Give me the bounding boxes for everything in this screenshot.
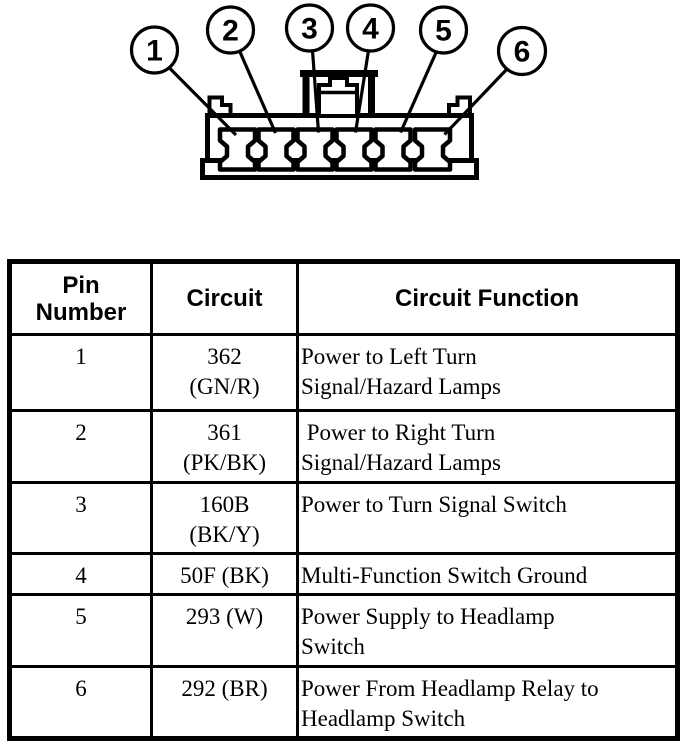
callout-circle-5 <box>418 5 469 55</box>
callout-3: 3 <box>284 3 335 53</box>
pin-terminal-6 <box>412 127 453 172</box>
callout-number-3: 3 <box>301 13 318 46</box>
pin-terminal-4 <box>334 127 374 172</box>
latch-inner-block <box>317 76 359 114</box>
callout-number-2: 2 <box>222 15 239 48</box>
table-row-6: 6 292 (BR) Power From Headlamp Relay to … <box>8 665 679 740</box>
callout-number-6: 6 <box>514 36 531 69</box>
pin-terminals <box>217 127 453 172</box>
circuit-function-cell: Multi-Function Switch Ground <box>296 552 679 596</box>
pin-number-cell: 5 <box>8 593 153 668</box>
table-row-5: 5 293 (W) Power Supply to Headlamp Switc… <box>8 593 679 668</box>
callout-circle-6 <box>496 25 548 77</box>
leader-lines <box>166 50 509 137</box>
circuit-function-cell: Power From Headlamp Relay to Headlamp Sw… <box>296 665 679 740</box>
table-row-4: 4 50F (BK) Multi-Function Switch Ground <box>8 552 679 596</box>
circuit-function-cell: Power Supply to Headlamp Switch <box>296 593 679 668</box>
callouts: 1 2 3 4 5 6 <box>129 3 548 77</box>
pin-terminal-3 <box>295 127 335 172</box>
callout-2: 2 <box>205 5 256 55</box>
connector-housing <box>200 70 479 180</box>
pin-terminal-5 <box>373 127 413 172</box>
leader-line-2 <box>238 51 277 134</box>
leader-line-1 <box>166 65 238 137</box>
pin-terminal-1 <box>217 127 258 172</box>
circuit-cell: 160B (BK/Y) <box>150 481 299 555</box>
leader-line-4 <box>353 50 371 133</box>
leader-line-3 <box>310 50 321 133</box>
col-header-circuit-function: Circuit Function <box>296 260 679 336</box>
pin-terminal-2 <box>256 127 296 172</box>
col-header-circuit: Circuit <box>150 260 299 336</box>
table-row-3: 3 160B (BK/Y) Power to Turn Signal Switc… <box>8 481 679 555</box>
callout-6: 6 <box>496 25 548 77</box>
leader-line-6 <box>443 67 509 136</box>
callout-number-1: 1 <box>146 35 163 68</box>
table-header-row: Pin Number Circuit Circuit Function <box>8 260 679 336</box>
circuit-cell: 362 (GN/R) <box>150 333 299 412</box>
pin-number-cell: 2 <box>8 409 153 484</box>
circuit-cell: 292 (BR) <box>150 665 299 740</box>
callout-number-5: 5 <box>435 15 452 48</box>
pin-number-cell: 6 <box>8 665 153 740</box>
callout-number-4: 4 <box>362 13 379 46</box>
callout-circle-1 <box>129 25 180 75</box>
corner-step-left-icon <box>207 95 233 115</box>
pin-number-cell: 1 <box>8 333 153 412</box>
pin-number-cell: 4 <box>8 552 153 596</box>
circuit-cell: 361 (PK/BK) <box>150 409 299 484</box>
circuit-function-cell: Power to Right Turn Signal/Hazard Lamps <box>296 409 679 484</box>
table-row-2: 2 361 (PK/BK) Power to Right Turn Signal… <box>8 409 679 484</box>
callout-circle-4 <box>345 3 396 53</box>
callout-4: 4 <box>345 3 396 53</box>
circuit-function-cell: Power to Turn Signal Switch <box>296 481 679 555</box>
circuit-cell: 293 (W) <box>150 593 299 668</box>
callout-circle-2 <box>205 5 256 55</box>
connector-diagram: 1 2 3 4 5 6 <box>0 0 688 252</box>
circuit-cell: 50F (BK) <box>150 552 299 596</box>
callout-circle-3 <box>284 3 335 53</box>
table-row-1: 1 362 (GN/R) Power to Left Turn Signal/H… <box>8 333 679 412</box>
callout-5: 5 <box>418 5 469 55</box>
corner-step-right-icon <box>447 95 472 115</box>
connector-diagram-svg: 1 2 3 4 5 6 <box>129 3 548 180</box>
circuit-function-cell: Power to Left Turn Signal/Hazard Lamps <box>296 333 679 412</box>
col-header-pin-number: Pin Number <box>8 260 153 336</box>
leader-line-5 <box>399 50 438 134</box>
pin-number-cell: 3 <box>8 481 153 555</box>
pinout-table: Pin Number Circuit Circuit Function 1 36… <box>7 259 680 741</box>
callout-1: 1 <box>129 25 180 75</box>
